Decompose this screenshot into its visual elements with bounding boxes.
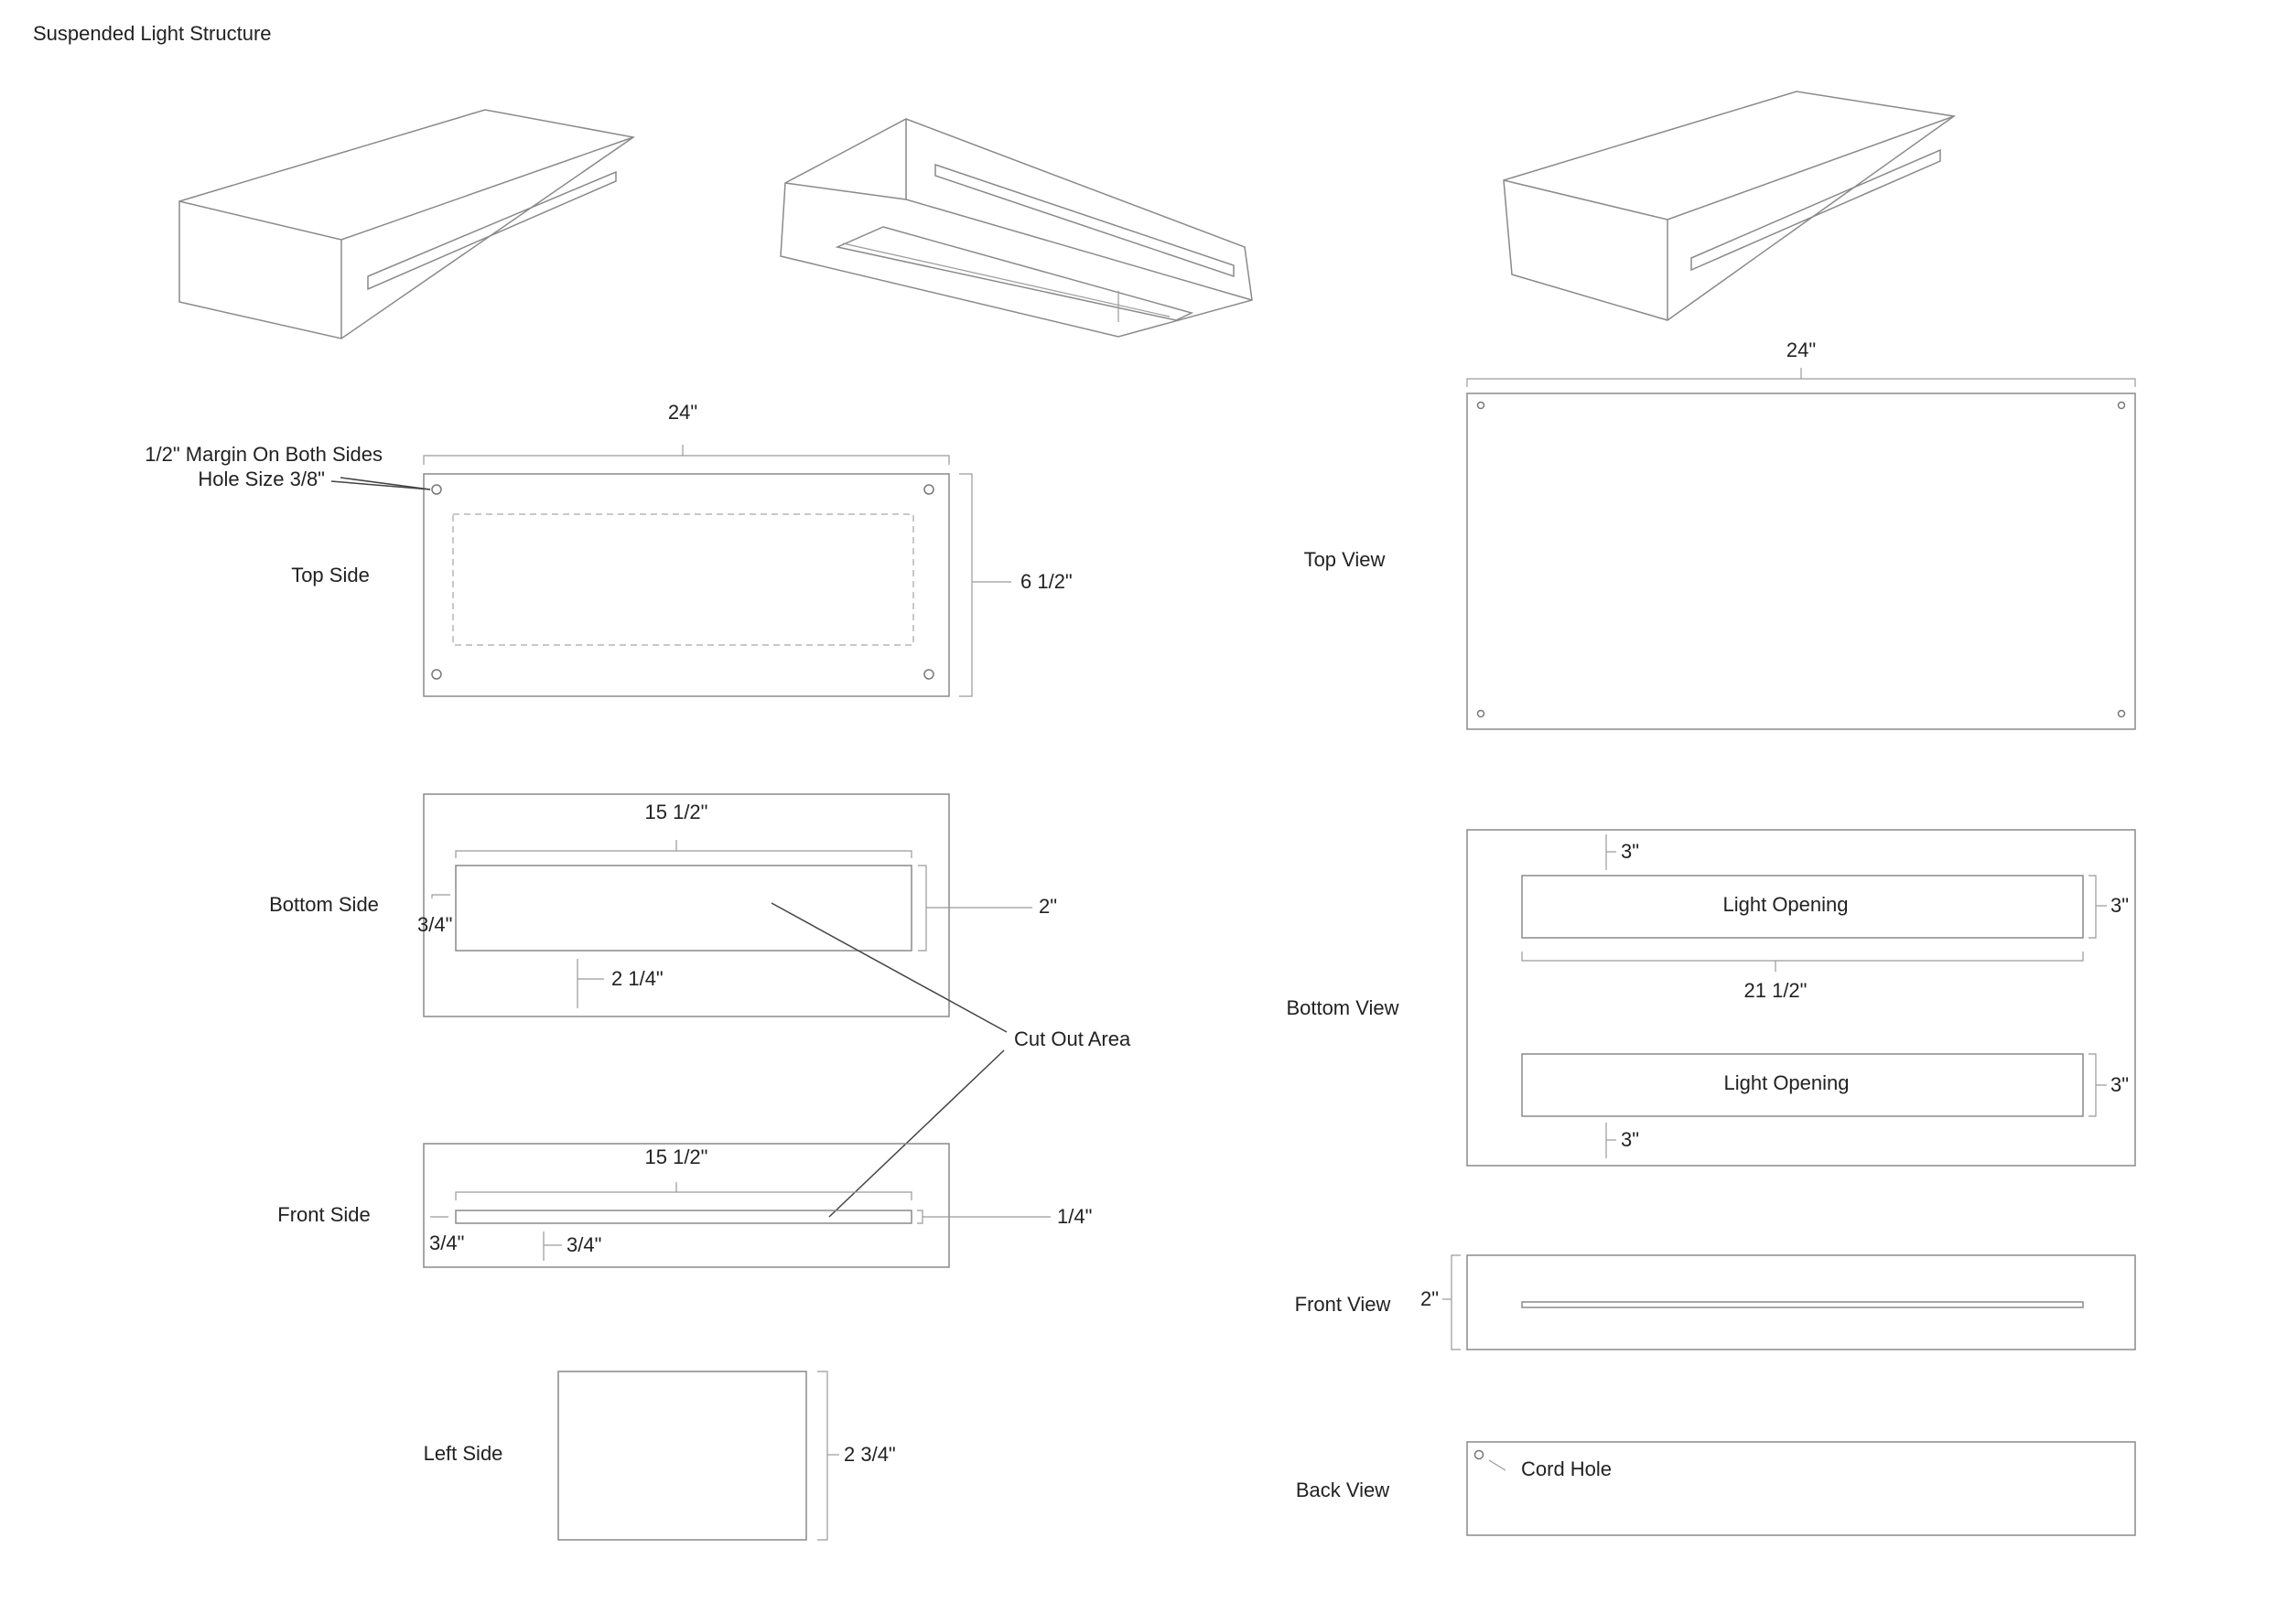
margin-note: 1/2" Margin On Both Sides — [145, 443, 383, 466]
light-opening-2-height-dim: 3" — [2110, 1073, 2129, 1096]
light-opening-1 — [1521, 875, 2084, 939]
front-side-slot — [455, 1210, 912, 1224]
top-view-label: Top View — [1304, 548, 1386, 571]
light-opening-1-height-dim: 3" — [2110, 894, 2129, 917]
front-side-label: Front Side — [277, 1203, 371, 1226]
top-view-panel — [1466, 393, 2136, 730]
back-view: Back View Cord Hole — [1296, 1441, 2136, 1536]
mounting-hole — [431, 669, 442, 680]
front-view-panel — [1466, 1254, 2136, 1350]
bottom-cutout-width-dim: 15 1/2" — [645, 801, 708, 823]
light-opening-2 — [1521, 1053, 2084, 1117]
top-view-width-dim: 24" — [1786, 339, 1816, 361]
front-slot-width-dim: 15 1/2" — [645, 1145, 708, 1168]
left-side-height-dim: 2 3/4" — [844, 1443, 896, 1466]
bottom-side-cutout — [455, 865, 912, 952]
mounting-hole — [1476, 709, 1485, 718]
front-side-view: Front Side 15 1/2" 1/4" 3/4" 3/4" — [277, 1143, 1092, 1268]
bottom-view: Bottom View 3" Light Opening 3" 21 1/2" … — [1286, 829, 2136, 1167]
front-side-panel — [423, 1143, 950, 1268]
cord-hole — [1473, 1449, 1484, 1460]
mounting-hole — [923, 669, 934, 680]
mounting-hole — [923, 484, 934, 495]
cut-out-area-label: Cut Out Area — [1014, 1027, 1131, 1050]
hole-size-note: Hole Size 3/8" — [198, 468, 325, 490]
light-opening-width-dim: 21 1/2" — [1744, 979, 1808, 1002]
front-view-label: Front View — [1295, 1293, 1391, 1316]
front-left-offset-dim: 3/4" — [429, 1231, 464, 1254]
bottom-left-offset-dim: 3/4" — [417, 913, 452, 936]
bottom-view-bottom-offset-dim: 3" — [1621, 1128, 1639, 1151]
bottom-view-top-offset-dim: 3" — [1621, 840, 1639, 863]
mounting-hole — [2117, 401, 2126, 410]
front-view: Front View 2" — [1295, 1254, 2136, 1350]
bottom-side-panel — [423, 793, 950, 1017]
top-side-label: Top Side — [291, 564, 370, 586]
top-side-height-dim: 6 1/2" — [1020, 570, 1073, 593]
mounting-hole — [2117, 709, 2126, 718]
bottom-side-label: Bottom Side — [269, 893, 379, 916]
bottom-view-panel — [1466, 829, 2136, 1167]
top-side-panel — [423, 473, 950, 697]
cut-out-callout: Cut Out Area — [771, 902, 1131, 1218]
isometric-view-top-left — [178, 109, 635, 339]
front-slot-height-dim: 1/4" — [1057, 1205, 1092, 1228]
top-side-width-dim: 24" — [668, 401, 697, 424]
light-opening-1-label: Light Opening — [1723, 893, 1849, 916]
mounting-hole — [1476, 401, 1485, 410]
left-side-panel — [557, 1371, 807, 1541]
back-view-label: Back View — [1296, 1479, 1389, 1501]
bottom-side-view: Bottom Side 15 1/2" 2" 3/4" 2 1/4" — [269, 793, 1057, 1017]
bottom-view-label: Bottom View — [1286, 996, 1398, 1019]
top-side-view: Top Side 24" 6 1/2" 1/2" Margin On Both … — [145, 401, 1073, 697]
sheet-title: Suspended Light Structure — [33, 22, 272, 45]
front-view-slot — [1521, 1301, 2084, 1308]
cord-hole-label: Cord Hole — [1521, 1457, 1612, 1480]
isometric-view-underside — [780, 118, 1253, 338]
top-side-dashed-region — [452, 513, 914, 646]
isometric-view-top-right — [1503, 91, 1956, 321]
back-view-panel — [1466, 1441, 2136, 1536]
left-side-view: Left Side 2 3/4" — [424, 1371, 896, 1541]
mounting-hole — [431, 484, 442, 495]
front-view-height-dim: 2" — [1420, 1287, 1439, 1310]
top-view: Top View 24" — [1304, 339, 2136, 730]
front-bottom-offset-dim: 3/4" — [567, 1233, 601, 1256]
bottom-offset-dim: 2 1/4" — [611, 967, 664, 990]
bottom-cutout-height-dim: 2" — [1039, 895, 1057, 918]
left-side-label: Left Side — [424, 1442, 503, 1465]
light-opening-2-label: Light Opening — [1724, 1071, 1850, 1094]
